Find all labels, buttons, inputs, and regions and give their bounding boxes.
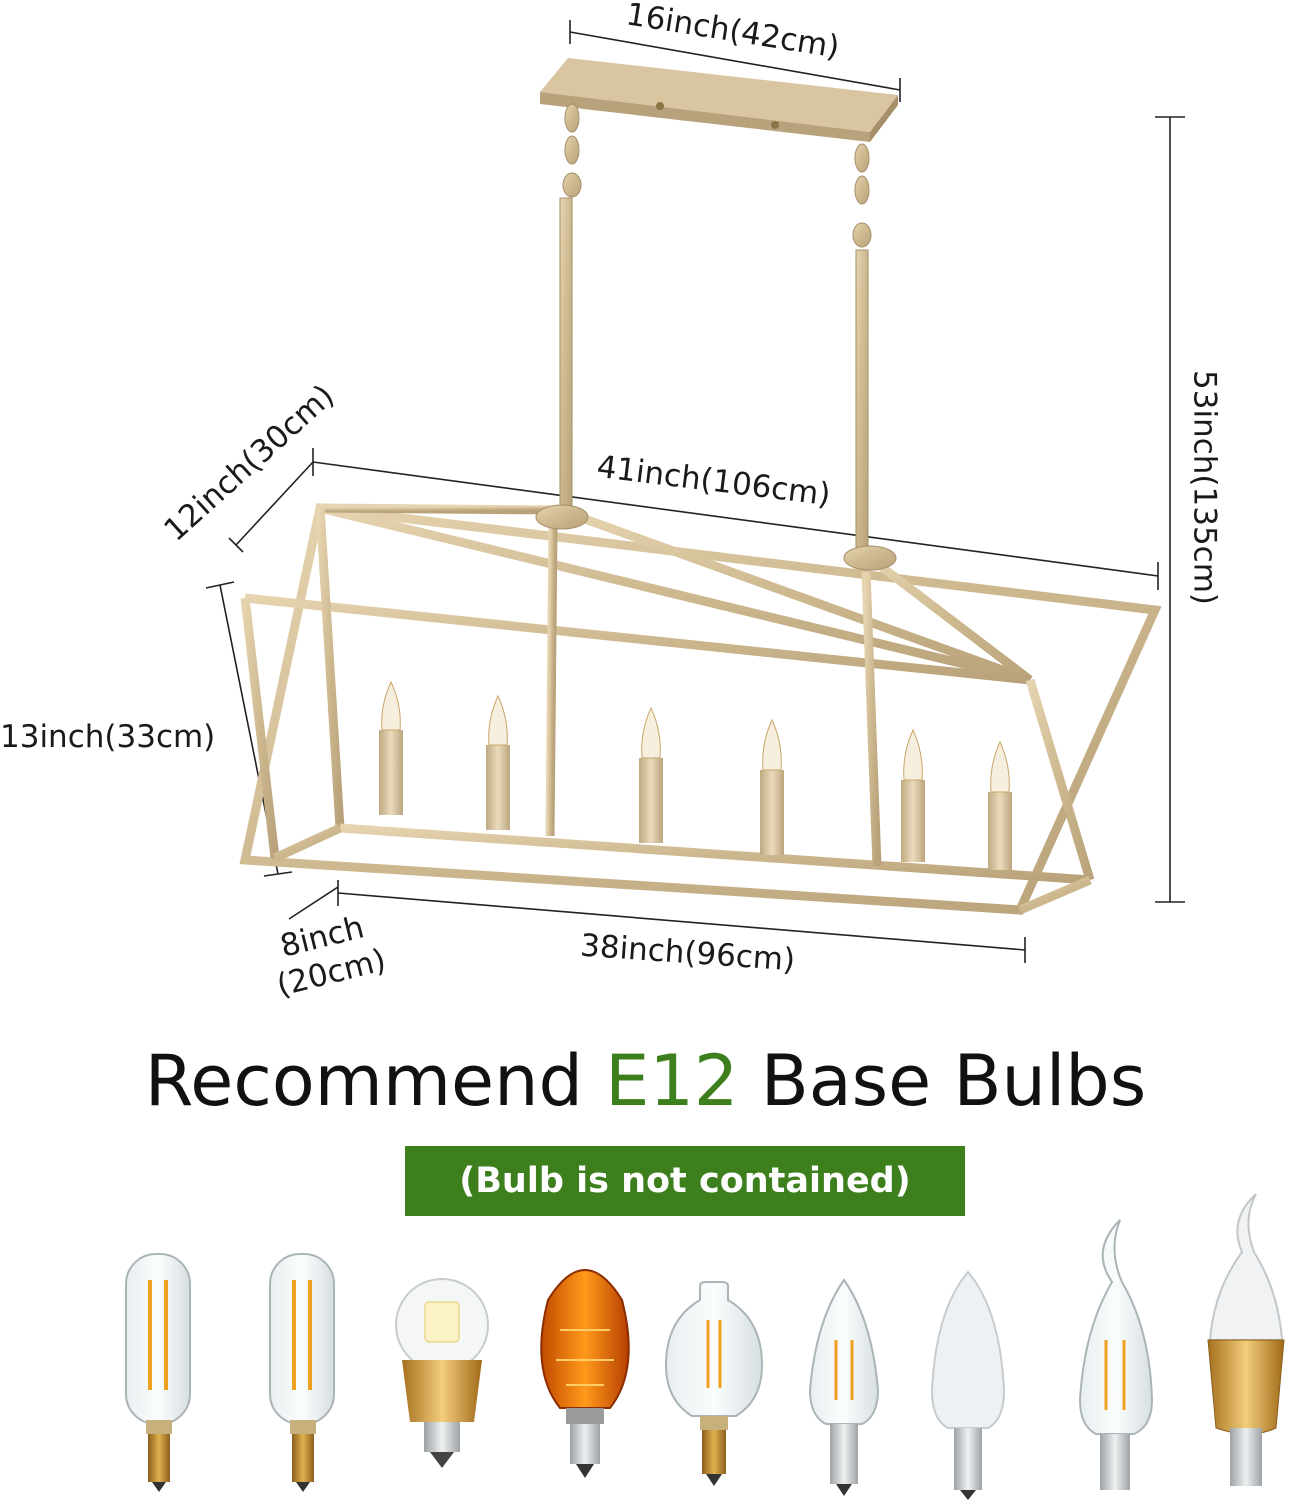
total-height-label: 53inch(135cm) xyxy=(1186,370,1223,605)
suspension-rods xyxy=(559,103,872,551)
frosted-candle-bulb-icon xyxy=(930,1270,1006,1500)
dimension-lines xyxy=(205,20,1185,963)
g14-globe-filament-bulb-icon xyxy=(664,1281,764,1486)
recommend-bulbs-heading: Recommend E12 Base Bulbs xyxy=(0,1040,1291,1122)
heading-highlight: E12 xyxy=(605,1040,739,1122)
canopy xyxy=(540,58,898,142)
bulb-row xyxy=(125,1193,1285,1500)
t10-tubular-filament-bulb-icon xyxy=(269,1253,335,1492)
heading-suffix: Base Bulbs xyxy=(760,1040,1147,1122)
crystal-led-bulb-icon xyxy=(395,1278,489,1468)
flame-tip-led-bulb-icon xyxy=(1207,1193,1285,1486)
bulb-not-included-banner: (Bulb is not contained) xyxy=(405,1146,965,1216)
candle-filament-bulb-icon xyxy=(808,1278,880,1496)
flame-tip-filament-bulb-icon xyxy=(1078,1219,1154,1490)
banner-text: (Bulb is not contained) xyxy=(459,1161,911,1201)
frame-height-label: 13inch(33cm) xyxy=(0,719,216,755)
t10-tubular-filament-bulb-icon xyxy=(125,1253,191,1492)
lantern-frame xyxy=(239,503,1162,915)
chandelier-diagram xyxy=(205,20,1185,963)
candle-sockets xyxy=(379,680,1012,870)
heading-prefix: Recommend xyxy=(144,1040,583,1122)
orange-faceted-bulb-icon xyxy=(540,1269,630,1478)
